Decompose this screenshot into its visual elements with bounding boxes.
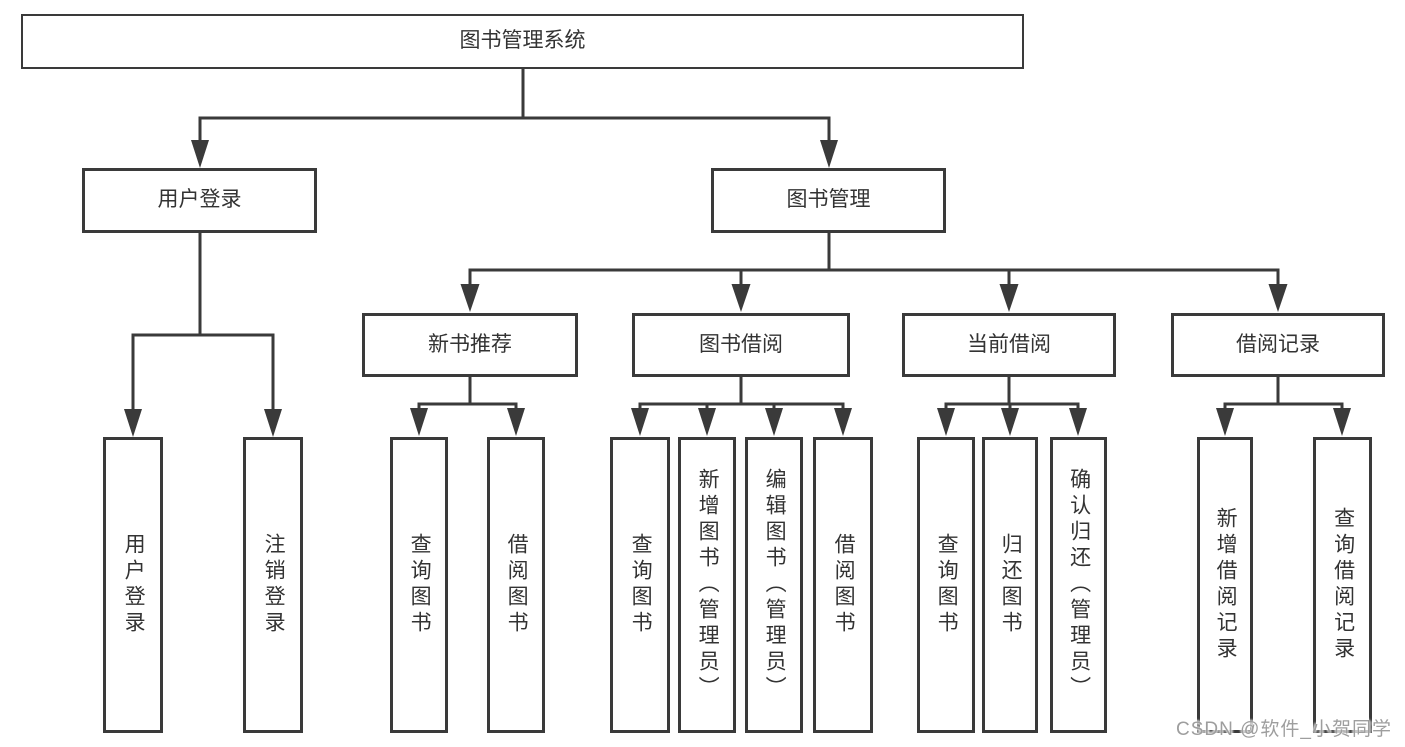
leaf-add-borrow-record: 新增借阅记录 <box>1197 437 1253 733</box>
leaf-add-books-admin: 新增图书（管理员） <box>678 437 736 733</box>
node-root: 图书管理系统 <box>21 14 1024 69</box>
leaf-edit-books-admin: 编辑图书（管理员） <box>745 437 803 733</box>
node-new-book-recommendation: 新书推荐 <box>362 313 578 377</box>
branch-user-login <box>124 233 282 437</box>
leaf-label: 查询图书 <box>629 533 653 637</box>
arrowhead-icon <box>834 408 852 436</box>
branch-root <box>191 68 838 168</box>
node-label: 图书借阅 <box>699 332 783 356</box>
leaf-borrow-books-borrowing: 借阅图书 <box>813 437 873 733</box>
leaf-query-borrow-record: 查询借阅记录 <box>1313 437 1372 733</box>
node-label: 借阅记录 <box>1236 332 1320 356</box>
arrowhead-icon <box>460 284 480 312</box>
leaf-confirm-return-admin: 确认归还（管理员） <box>1050 437 1107 733</box>
arrowhead-icon <box>264 409 282 437</box>
leaf-query-books-current: 查询图书 <box>917 437 975 733</box>
node-label: 用户登录 <box>157 188 242 212</box>
arrowhead-icon <box>1216 408 1234 436</box>
leaf-query-books-recommend: 查询图书 <box>390 437 448 733</box>
leaf-borrow-books-recommend: 借阅图书 <box>487 437 545 733</box>
leaf-label: 注销登录 <box>262 533 286 637</box>
arrowhead-icon <box>937 408 955 436</box>
arrowhead-icon <box>1001 408 1019 436</box>
leaf-return-books: 归还图书 <box>982 437 1038 733</box>
arrowhead-icon <box>1333 408 1351 436</box>
leaf-label: 查询借阅记录 <box>1331 507 1355 663</box>
leaf-label: 新增借阅记录 <box>1214 507 1238 663</box>
leaf-logout: 注销登录 <box>243 437 303 733</box>
leaf-label: 用户登录 <box>122 533 146 637</box>
arrowhead-icon <box>191 140 209 168</box>
arrowhead-icon <box>731 284 751 312</box>
node-borrowing-records: 借阅记录 <box>1171 313 1385 377</box>
watermark: CSDN @软件_小贺同学 <box>1176 719 1392 740</box>
leaf-user-login: 用户登录 <box>103 437 163 733</box>
arrowhead-icon <box>820 140 838 168</box>
node-current-borrowing: 当前借阅 <box>902 313 1116 377</box>
arrowhead-icon <box>999 284 1019 312</box>
node-label: 新书推荐 <box>428 332 512 356</box>
node-book-borrowing: 图书借阅 <box>632 313 850 377</box>
branch-current-borrowing <box>937 377 1087 436</box>
leaf-label: 新增图书（管理员） <box>696 468 720 702</box>
leaf-label: 借阅图书 <box>505 533 529 637</box>
branch-new-book-recommendation <box>410 377 525 436</box>
arrowhead-icon <box>507 408 525 436</box>
node-root-label: 图书管理系统 <box>459 29 586 53</box>
node-user-login: 用户登录 <box>82 168 317 233</box>
arrowhead-icon <box>631 408 649 436</box>
leaf-query-books-borrowing: 查询图书 <box>610 437 670 733</box>
node-label: 图书管理 <box>786 188 871 212</box>
node-label: 当前借阅 <box>967 332 1051 356</box>
branch-book-management <box>460 233 1288 312</box>
arrowhead-icon <box>1069 408 1087 436</box>
leaf-label: 归还图书 <box>999 533 1023 637</box>
arrowhead-icon <box>765 408 783 436</box>
arrowhead-icon <box>410 408 428 436</box>
leaf-label: 查询图书 <box>408 533 432 637</box>
arrowhead-icon <box>698 408 716 436</box>
leaf-label: 借阅图书 <box>832 533 856 637</box>
leaf-label: 查询图书 <box>935 533 959 637</box>
branch-borrowing-records <box>1216 377 1351 436</box>
branch-book-borrowing <box>631 377 852 436</box>
leaf-label: 确认归还（管理员） <box>1067 468 1091 702</box>
leaf-label: 编辑图书（管理员） <box>763 468 787 702</box>
arrowhead-icon <box>1268 284 1288 312</box>
node-book-management: 图书管理 <box>711 168 946 233</box>
arrowhead-icon <box>124 409 142 437</box>
